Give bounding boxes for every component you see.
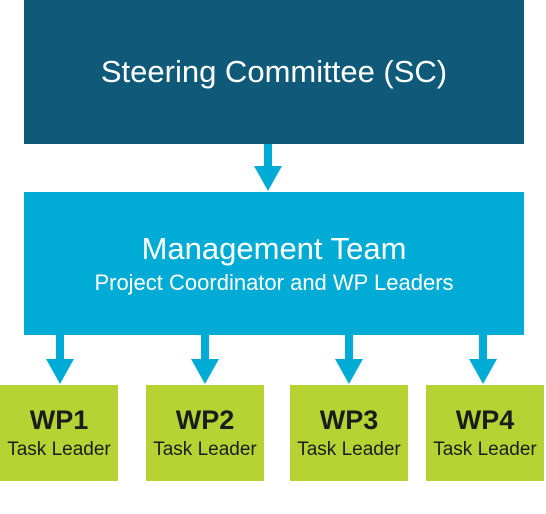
wp2-subtitle: Task Leader [153, 439, 257, 460]
arrow-management-to-wp1 [46, 335, 74, 384]
management-team-title: Management Team [141, 230, 407, 266]
wp4-box: WP4 Task Leader [426, 385, 544, 481]
steering-committee-title: Steering Committee (SC) [100, 54, 448, 89]
wp4-title: WP4 [455, 405, 515, 435]
arrow-management-to-wp2 [191, 335, 219, 384]
management-team-subtitle: Project Coordinator and WP Leaders [94, 269, 454, 295]
arrow-sc-to-management [254, 144, 282, 191]
wp2-box: WP2 Task Leader [146, 385, 264, 481]
management-team-box: Management Team Project Coordinator and … [24, 192, 524, 335]
wp3-title: WP3 [319, 405, 379, 435]
wp3-subtitle: Task Leader [297, 439, 401, 460]
steering-committee-box: Steering Committee (SC) [24, 0, 524, 144]
wp2-title: WP2 [175, 405, 235, 435]
wp3-box: WP3 Task Leader [290, 385, 408, 481]
wp4-subtitle: Task Leader [433, 439, 537, 460]
arrow-management-to-wp3 [335, 335, 363, 384]
wp1-title: WP1 [29, 405, 89, 435]
arrow-management-to-wp4 [469, 335, 497, 384]
wp1-box: WP1 Task Leader [0, 385, 118, 481]
wp1-subtitle: Task Leader [7, 439, 111, 460]
